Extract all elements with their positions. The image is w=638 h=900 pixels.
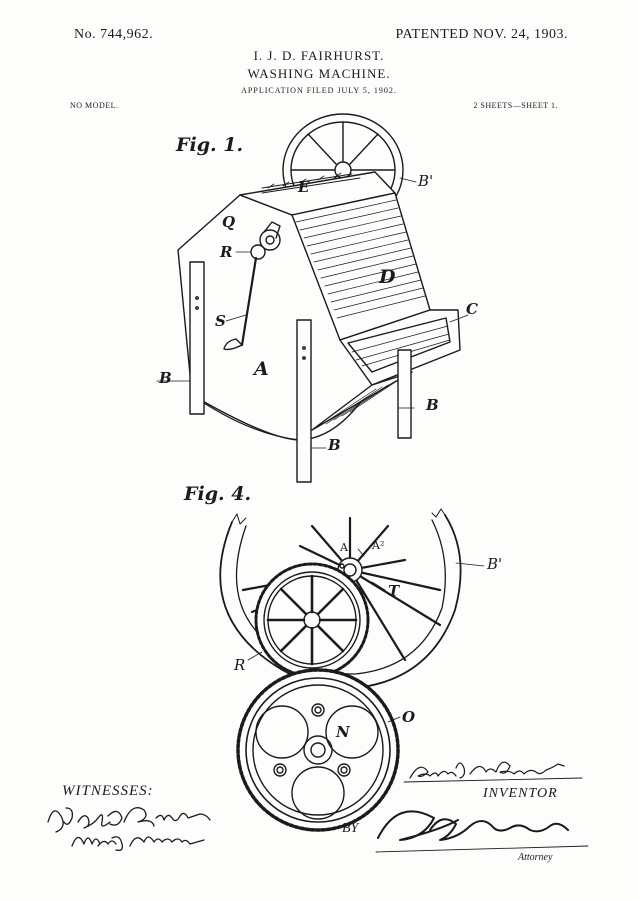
model-note: NO MODEL. <box>70 101 119 110</box>
inventor-signature <box>403 761 583 783</box>
figure-4-label: Fig. 4. <box>184 483 252 505</box>
fig4-drawing <box>219 508 485 832</box>
ref-e: E <box>298 178 310 196</box>
ref-b-prime-fig4: B' <box>487 555 503 573</box>
fig1-drawing <box>156 113 469 483</box>
patent-number: No. 744,962. <box>74 27 154 42</box>
figure-1-label: Fig. 1. <box>176 134 244 156</box>
application-filed: APPLICATION FILED JULY 5, 1902. <box>241 86 397 95</box>
attorney-label: Attorney <box>518 852 553 863</box>
ref-b-left: B <box>159 369 172 387</box>
ref-t: T <box>388 582 400 600</box>
ref-b-right: B <box>426 396 439 414</box>
ref-a: A <box>254 358 269 380</box>
witnesses-label: WITNESSES: <box>62 783 154 799</box>
ref-r-fig4: R <box>234 656 246 674</box>
sheet-count: 2 SHEETS—SHEET 1. <box>473 101 558 110</box>
ref-d: D <box>379 266 396 288</box>
ref-b-prime-fig1: B' <box>418 172 434 190</box>
ref-b-front: B <box>328 436 341 454</box>
ref-a-prime: A' <box>340 541 351 554</box>
by-label: BY <box>342 821 359 836</box>
inventor-name: I. J. D. FAIRHURST. <box>253 48 385 63</box>
ref-s: S <box>215 312 226 330</box>
ref-n: N <box>336 723 350 741</box>
witness-signatures <box>47 807 211 852</box>
patent-date: PATENTED NOV. 24, 1903. <box>395 27 568 42</box>
inventor-label: INVENTOR <box>483 786 558 801</box>
ref-a-squared: A² <box>372 539 385 552</box>
ref-q: Q <box>222 213 236 231</box>
invention-title: WASHING MACHINE. <box>247 66 391 81</box>
ref-r-fig1: R <box>220 243 233 261</box>
attorney-signature <box>375 810 589 853</box>
ref-c: C <box>466 300 478 318</box>
ref-o: O <box>402 708 416 726</box>
